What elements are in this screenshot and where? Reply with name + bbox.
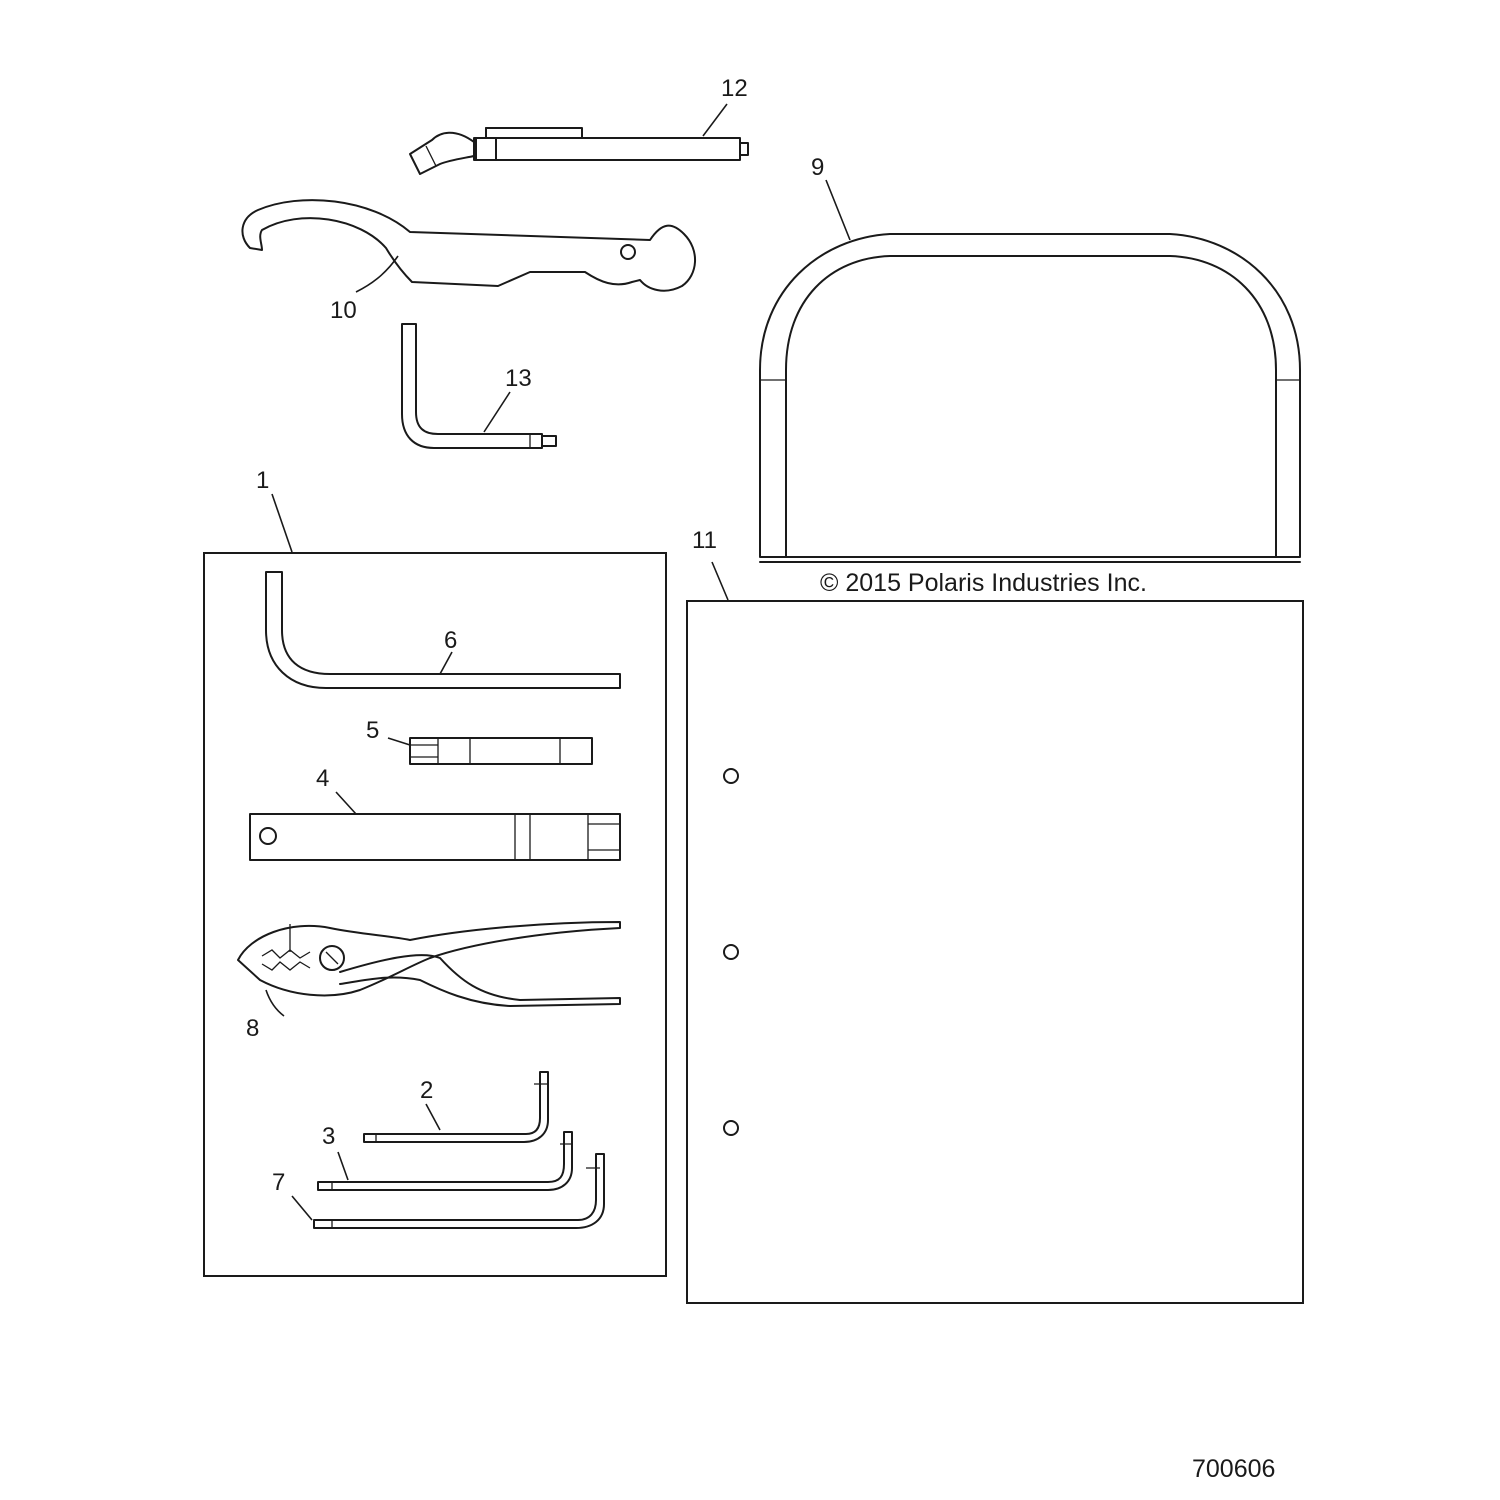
leader-10 xyxy=(355,255,399,293)
copyright-text: © 2015 Polaris Industries Inc. xyxy=(820,569,1147,597)
part-12-tool-bar xyxy=(409,127,749,175)
leader-13 xyxy=(483,391,511,433)
part-10-spanner-wrench xyxy=(241,199,697,292)
manual-hole-2 xyxy=(723,944,739,960)
leader-7 xyxy=(291,1195,313,1221)
manual-hole-3 xyxy=(723,1120,739,1136)
leader-8 xyxy=(265,989,285,1017)
leader-9 xyxy=(825,179,851,241)
leader-6 xyxy=(439,651,453,675)
part-8-pliers xyxy=(237,921,621,1007)
leader-11 xyxy=(711,561,729,601)
leader-3 xyxy=(337,1151,349,1181)
part-11-manual xyxy=(686,600,1304,1304)
leader-2 xyxy=(425,1103,441,1131)
callout-4: 4 xyxy=(316,765,329,792)
part-5-socket-extension xyxy=(409,737,593,765)
part-4-spark-plug-socket xyxy=(249,813,621,861)
callout-6: 6 xyxy=(444,627,457,654)
leader-12 xyxy=(702,103,728,137)
callout-5: 5 xyxy=(366,717,379,744)
callout-11: 11 xyxy=(692,527,717,554)
part-2-torx-key xyxy=(363,1071,549,1143)
leader-1 xyxy=(271,493,293,553)
part-9-handle xyxy=(759,233,1301,563)
callout-1: 1 xyxy=(256,467,269,494)
part-7-torx-key xyxy=(313,1153,605,1229)
callout-10: 10 xyxy=(330,297,357,324)
manual-hole-1 xyxy=(723,768,739,784)
callout-12: 12 xyxy=(721,75,748,102)
callout-13: 13 xyxy=(505,365,532,392)
callout-7: 7 xyxy=(272,1169,285,1196)
document-number: 700606 xyxy=(1192,1455,1275,1483)
part-3-torx-key xyxy=(317,1131,573,1191)
part-6-long-hex-key xyxy=(265,571,621,689)
leader-4 xyxy=(335,791,357,815)
callout-2: 2 xyxy=(420,1077,433,1104)
callout-3: 3 xyxy=(322,1123,335,1150)
leader-5 xyxy=(387,737,411,746)
callout-8: 8 xyxy=(246,1015,259,1042)
callout-9: 9 xyxy=(811,154,824,181)
part-1-tool-kit-box xyxy=(203,552,667,1277)
part-13-hex-key xyxy=(401,323,557,449)
